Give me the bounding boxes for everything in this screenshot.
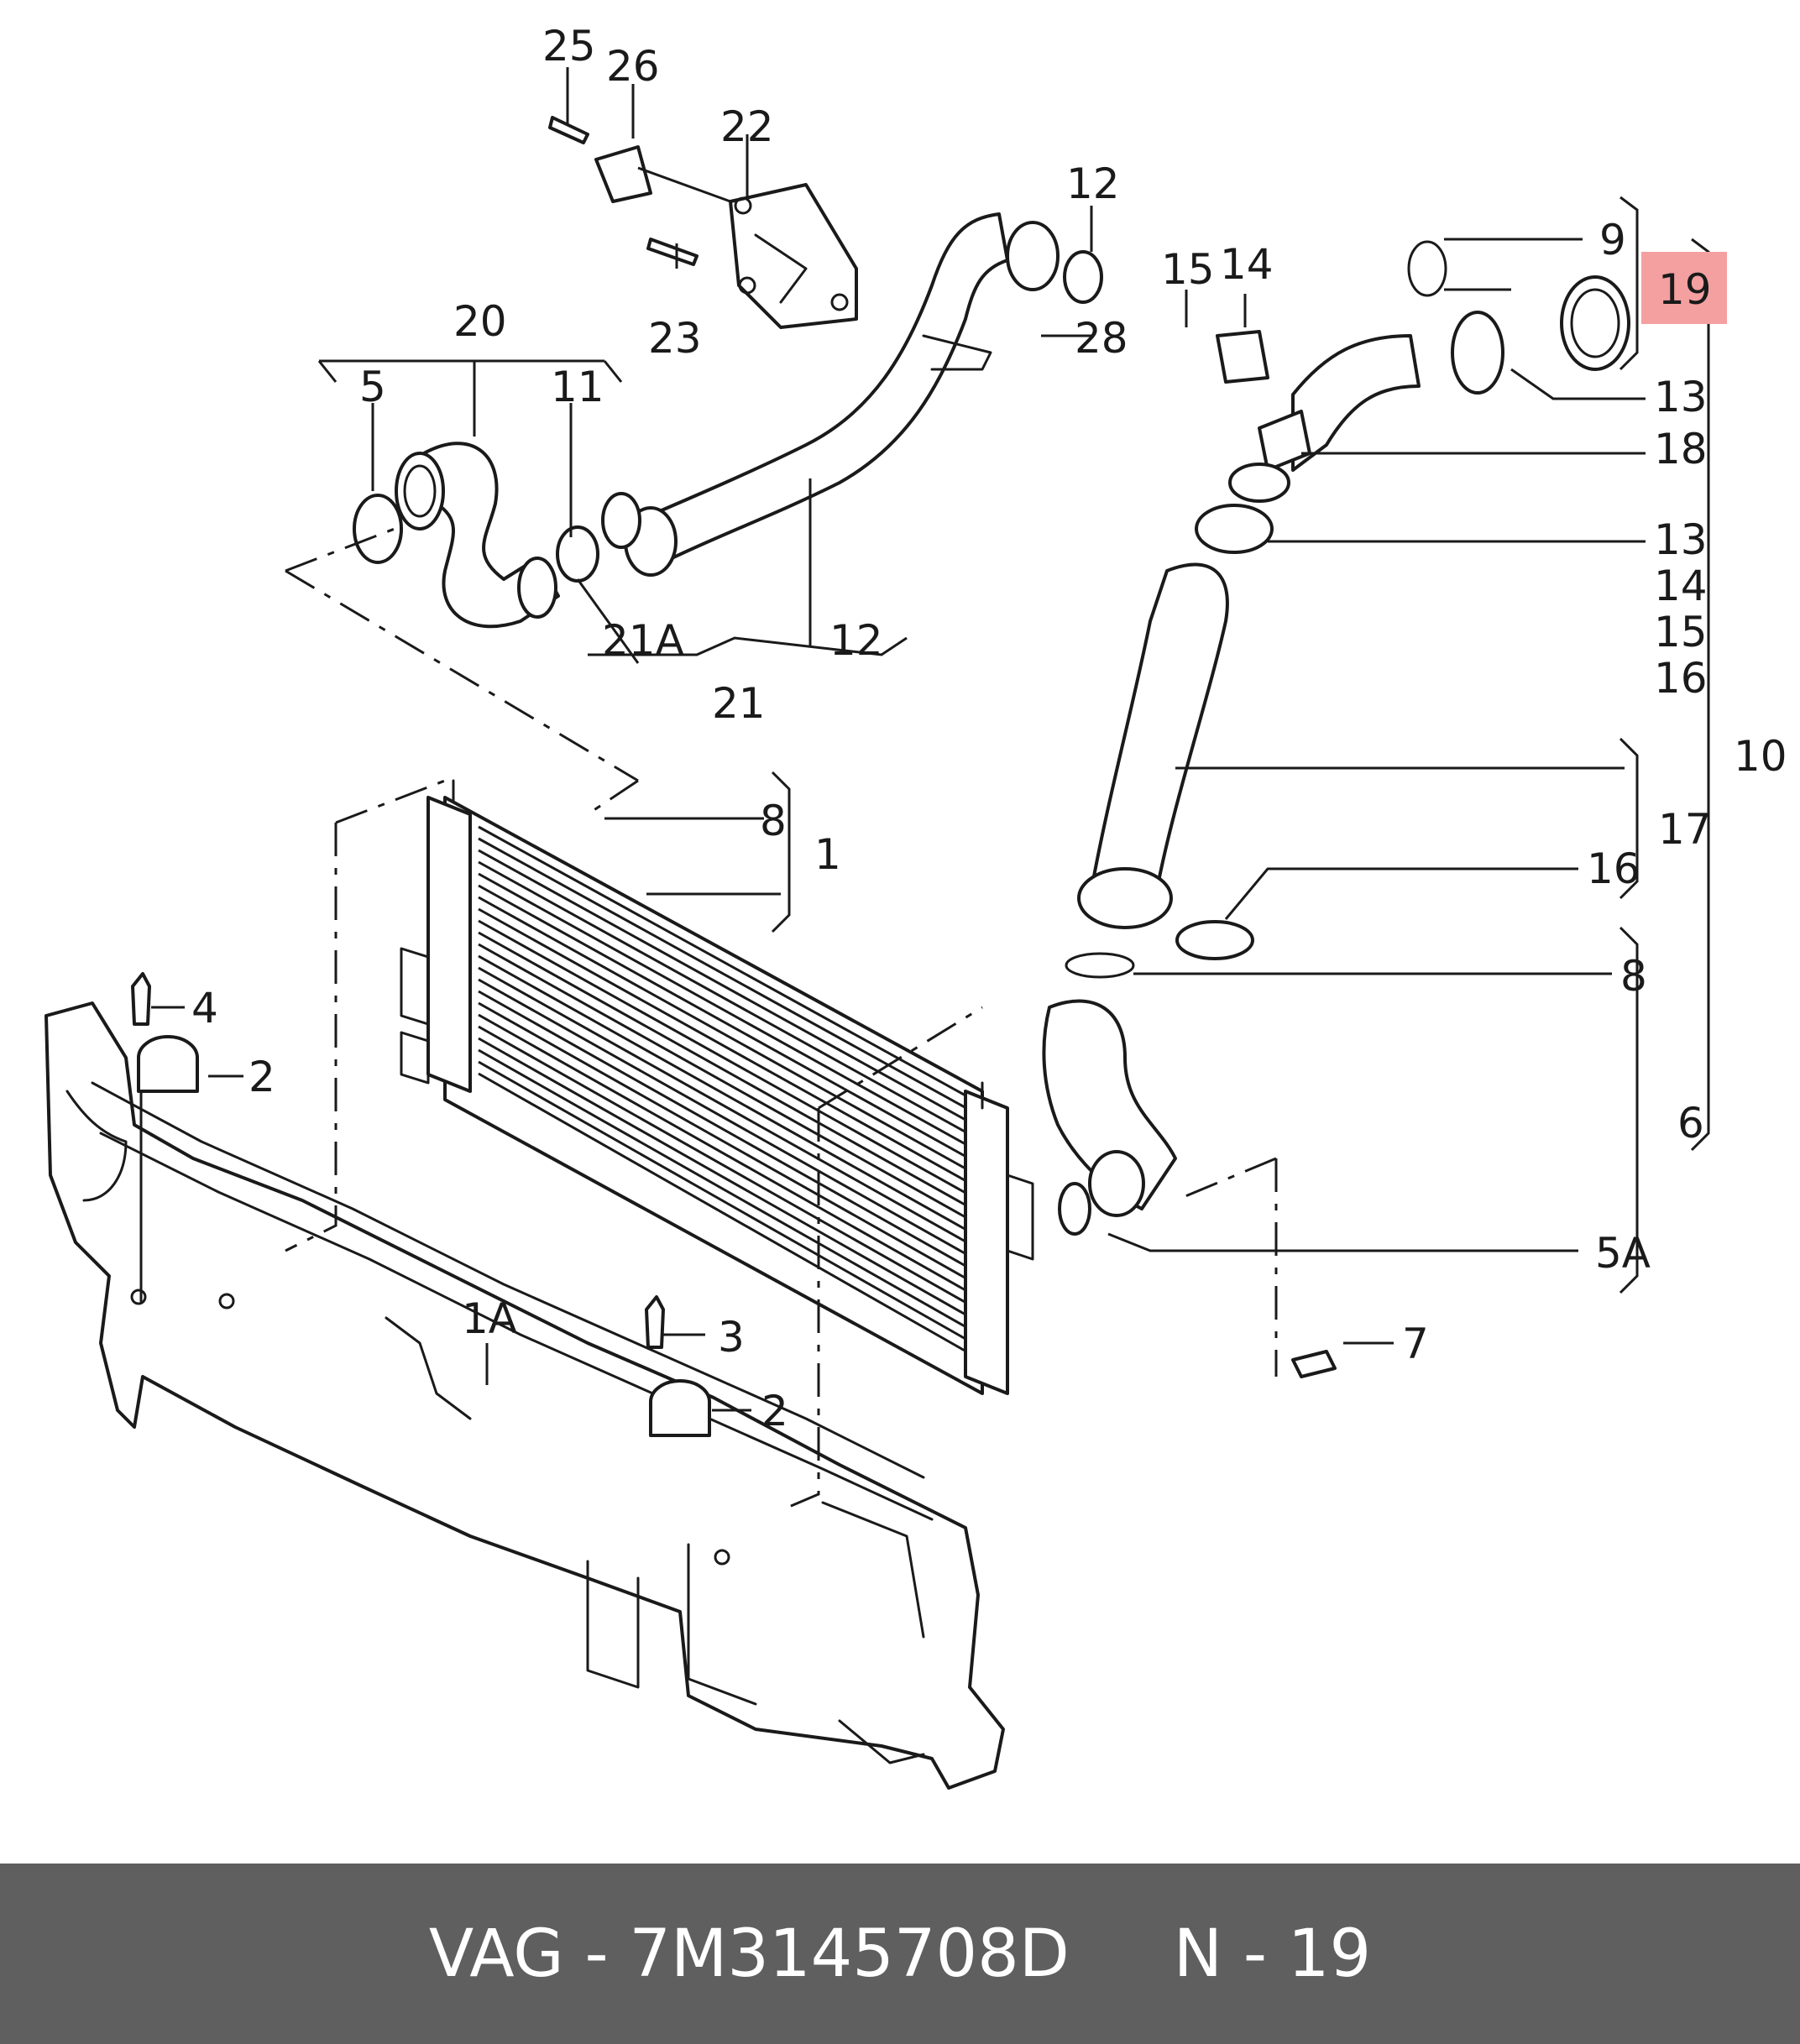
callout-6: 6 [1677,1099,1704,1147]
intercooler-fin [478,872,966,1146]
callout-5a: 5A [1595,1229,1651,1278]
intercooler-fin [478,860,966,1133]
callout-16-b: 16 [1654,654,1708,703]
callout-18: 18 [1654,425,1708,473]
intercooler-fin [478,1048,966,1328]
intercooler-fin [478,1060,966,1341]
intercooler-fin [478,966,966,1243]
callout-13-b: 13 [1654,515,1708,564]
callout-20: 20 [453,297,507,346]
callout-15-b: 15 [1654,608,1708,656]
intercooler-fin [478,1025,966,1304]
hose-assembly-10 [1042,240,1630,1378]
intercooler-fin [478,931,966,1206]
intercooler-fin [478,825,966,1097]
intercooler-fin [478,1037,966,1316]
assembly-lines [285,527,1278,1508]
callout-26: 26 [606,42,660,91]
intercooler-fin [478,1013,966,1292]
bracket-22 [548,116,858,329]
callout-17: 17 [1658,805,1712,854]
callout-14-b: 14 [1654,562,1708,610]
callout-16: 16 [1587,844,1640,893]
callout-5: 5 [359,363,386,411]
callout-11: 11 [551,363,604,411]
callout-23: 23 [648,314,702,363]
callout-28: 28 [1075,314,1128,363]
callout-3: 3 [718,1313,745,1362]
leader-lines [151,67,1710,1412]
parts-diagram: 25 26 22 23 12 28 20 5 11 21A 12 21 15 1… [44,22,1787,1790]
footer-position: N - 19 [1173,1916,1372,1992]
callout-21: 21 [712,679,766,728]
clamps-and-screws [131,972,711,1437]
callout-4: 4 [191,984,218,1032]
callout-25: 25 [542,22,596,71]
callout-2-right: 2 [761,1387,788,1435]
callout-9: 9 [1599,216,1626,264]
callout-8-bottom: 8 [1620,952,1647,1001]
intercooler-fin [478,849,966,1121]
callout-1a: 1A [462,1294,517,1343]
callout-1: 1 [814,830,841,879]
callout-10: 10 [1734,732,1787,781]
callout-13-a: 13 [1654,373,1708,421]
hose-20 [353,442,599,629]
callout-2-left: 2 [249,1053,275,1101]
callout-7: 7 [1402,1320,1429,1368]
intercooler-fin [478,837,966,1109]
intercooler-fin [478,1072,966,1352]
footer-gap [1070,1916,1174,1992]
callout-14-top: 14 [1220,240,1274,289]
intercooler [400,779,1034,1395]
callout-19: 19 [1658,265,1712,314]
intercooler-fin [478,1001,966,1279]
intercooler-fin [478,978,966,1255]
intercooler-fin [478,954,966,1231]
callout-21a: 21A [602,616,684,665]
intercooler-fin [478,990,966,1268]
callout-22: 22 [720,102,774,151]
callout-12-top: 12 [1066,159,1120,208]
intercooler-fin [478,907,966,1182]
callout-12-bottom: 12 [829,616,883,665]
callout-15-top: 15 [1161,245,1215,294]
highlight-box [1641,252,1727,324]
front-carrier [44,1001,1005,1790]
footer-separator: - [563,1916,630,1992]
intercooler-fin [478,943,966,1219]
intercooler-fin [478,919,966,1195]
callout-labels: 25 26 22 23 12 28 20 5 11 21A 12 21 15 1… [191,22,1787,1435]
intercooler-fin [478,896,966,1170]
pipe-12 [601,212,1103,577]
footer-bar: VAG - 7M3145708D N - 19 [0,1864,1800,2044]
intercooler-fin [478,884,966,1158]
footer-brand: VAG [428,1916,564,1992]
callout-8-top: 8 [760,797,787,845]
footer-part-number: 7M3145708D [629,1916,1070,1992]
